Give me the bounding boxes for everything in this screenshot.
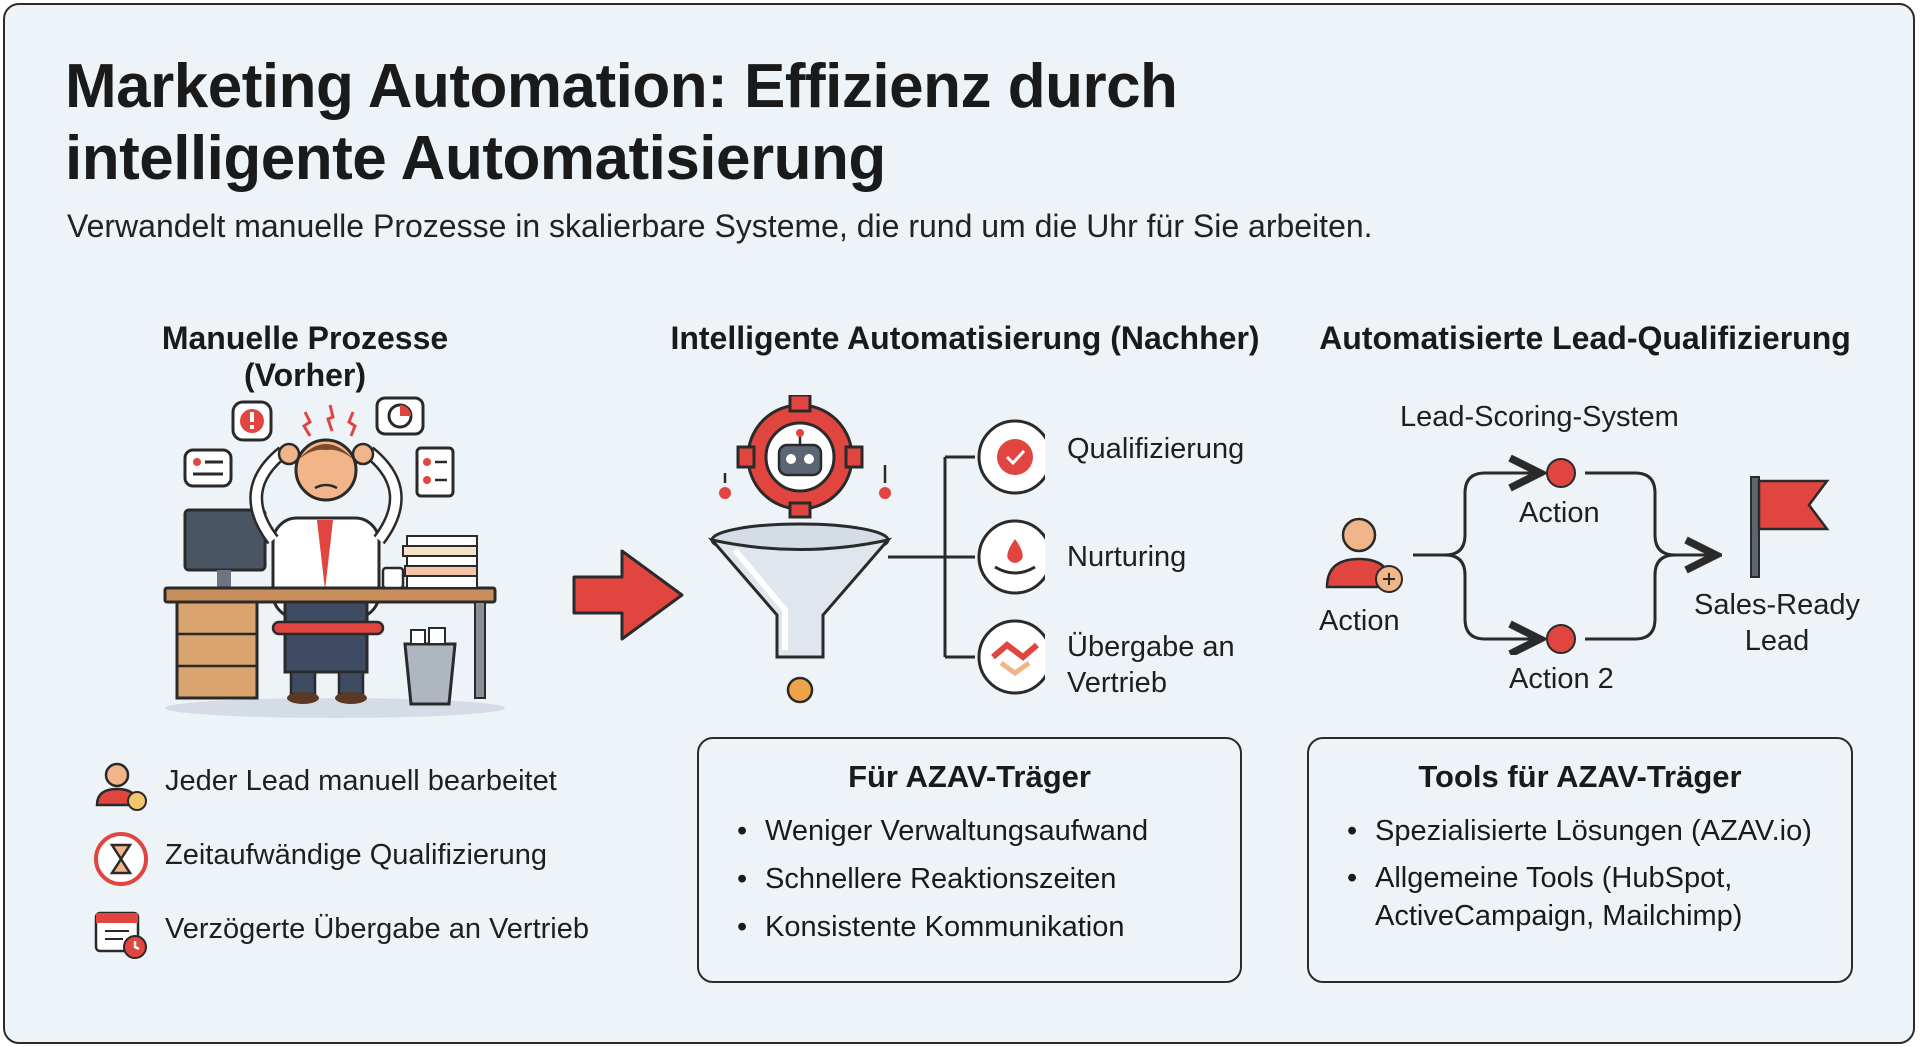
- manual-item-1: Jeder Lead manuell bearbeitet: [165, 765, 557, 797]
- trash-can-icon: [403, 627, 457, 706]
- lead-scoring-flow: [1325, 455, 1830, 655]
- chart-bubble-icon: [375, 396, 425, 436]
- automation-heading: Intelligente Automatisierung (Nachher): [670, 320, 1260, 356]
- output-label-uebergabe: Übergabe an Vertrieb: [1067, 629, 1235, 701]
- azav-benefits-list: Weniger Verwaltungsaufwand Schnellere Re…: [699, 811, 1240, 947]
- azav-tools-title: Tools für AZAV-Träger: [1418, 759, 1742, 794]
- calendar-clock-icon: [94, 911, 147, 959]
- output-label-uebergabe-line1: Übergabe an: [1067, 631, 1235, 663]
- output-label-nurturing: Nurturing: [1067, 541, 1187, 573]
- azav-tool-item-line: ActiveCampaign, Mailchimp): [1375, 900, 1743, 932]
- manual-item-3: Verzögerte Übergabe an Vertrieb: [165, 913, 589, 945]
- azav-benefit-item: Weniger Verwaltungsaufwand: [737, 811, 1240, 851]
- infographic-frame: Marketing Automation: Effizienz durch in…: [3, 3, 1915, 1044]
- lead-end-line1: Sales-Ready: [1693, 589, 1861, 621]
- lead-user-icon: [1325, 517, 1403, 593]
- clipboard-icon: [415, 446, 455, 498]
- azav-tool-item: Spezialisierte Lösungen (AZAV.io): [1347, 811, 1851, 851]
- message-bubble-icon: [183, 448, 233, 488]
- lead-top-label: Action: [1519, 497, 1600, 529]
- azav-tools-box: Tools für AZAV-Träger Spezialisierte Lös…: [1307, 737, 1853, 983]
- azav-benefits-title: Für AZAV-Träger: [848, 759, 1091, 794]
- azav-tool-item: Allgemeine Tools (HubSpot, ActiveCampaig…: [1347, 859, 1851, 935]
- manual-heading: Manuelle Prozesse (Vorher): [161, 320, 449, 393]
- user-alert-icon: [95, 762, 147, 811]
- automation-funnel-diagram: [707, 395, 1045, 704]
- handshake-icon: [977, 619, 1045, 695]
- alert-bubble-icon: [231, 400, 273, 442]
- azav-tool-item-line: Allgemeine Tools (HubSpot,: [1375, 862, 1733, 894]
- azav-benefit-item: Schnellere Reaktionszeiten: [737, 859, 1240, 899]
- azav-tools-list: Spezialisierte Lösungen (AZAV.io) Allgem…: [1309, 811, 1851, 935]
- title-line-1: Marketing Automation: Effizienz durch: [65, 52, 1178, 121]
- paper-stack-icon: [402, 535, 478, 589]
- manual-item-2: Zeitaufwändige Qualifizierung: [165, 839, 548, 871]
- azav-tool-item-line: Spezialisierte Lösungen (AZAV.io): [1375, 815, 1812, 847]
- output-label-uebergabe-line2: Vertrieb: [1067, 667, 1167, 699]
- lead-start-label: Action: [1319, 605, 1400, 637]
- lead-system-label: Lead-Scoring-System: [1400, 401, 1679, 433]
- lead-end-label: Sales-Ready Lead: [1687, 587, 1867, 659]
- title-line-2: intelligente Automatisierung: [65, 124, 886, 193]
- lead-end-line2: Lead: [1744, 625, 1810, 657]
- page-subtitle: Verwandelt manuelle Prozesse in skalierb…: [67, 208, 1373, 244]
- azav-benefit-item: Konsistente Kommunikation: [737, 907, 1240, 947]
- sales-ready-flag-icon: [1750, 476, 1830, 578]
- stressed-worker-illustration: [163, 396, 505, 718]
- azav-benefits-box: Für AZAV-Träger Weniger Verwaltungsaufwa…: [697, 737, 1242, 983]
- hourglass-icon: [94, 832, 148, 886]
- page-title: Marketing Automation: Effizienz durch in…: [65, 51, 1565, 195]
- transition-arrow-icon: [572, 549, 684, 641]
- lead-heading: Automatisierte Lead-Qualifizierung: [1319, 320, 1851, 356]
- lead-bottom-label: Action 2: [1509, 663, 1614, 695]
- robot-gear-icon: [736, 395, 864, 519]
- output-label-qualifizierung: Qualifizierung: [1067, 433, 1245, 465]
